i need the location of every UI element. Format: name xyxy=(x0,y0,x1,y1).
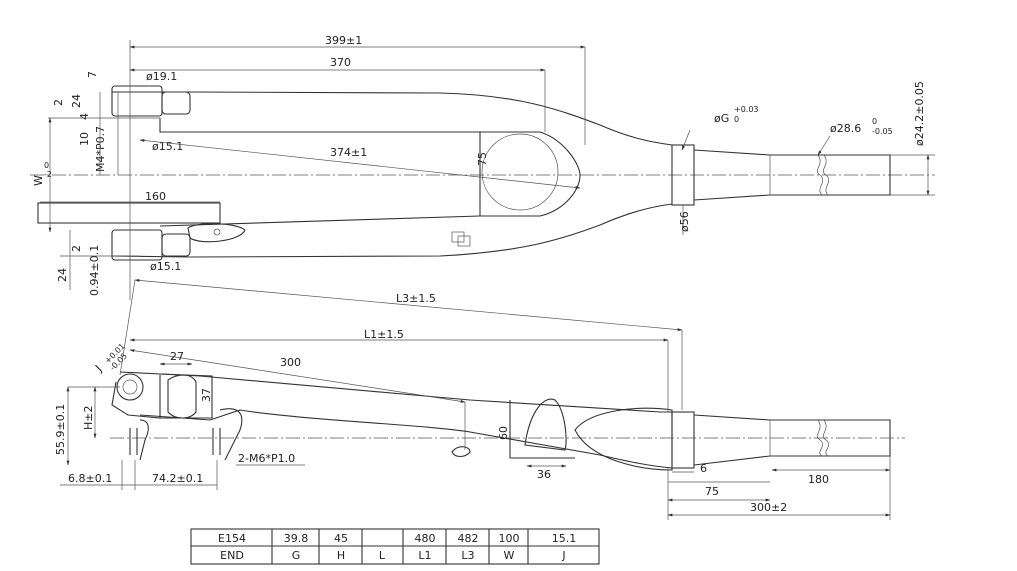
dim-36: 36 xyxy=(537,468,551,481)
table-header-l1: L1 xyxy=(418,549,431,562)
top-view: 399±1 370 ø19.1 7 2 24 10 4 M4*P0.7 ø15.… xyxy=(30,34,935,300)
dim-55-9: 55.9±0.1 xyxy=(54,404,67,455)
dim-dia-24-2: ø24.2±0.05 xyxy=(913,81,926,146)
table-value-end: E154 xyxy=(218,532,246,545)
dim-399: 399±1 xyxy=(325,34,362,47)
dim-180: 180 xyxy=(808,473,829,486)
table-header-h: H xyxy=(337,549,345,562)
dim-2-top: 2 xyxy=(52,99,65,106)
spec-table: E154 39.8 45 480 482 100 15.1 END G H L … xyxy=(190,528,600,565)
dim-28-tol-bot: -0.05 xyxy=(872,127,893,136)
dim-75-crown: 75 xyxy=(476,152,489,166)
table-value-g: 39.8 xyxy=(284,532,309,545)
dim-dia-15-1-bottom: ø15.1 xyxy=(150,260,181,273)
table-header-w: W xyxy=(504,549,515,562)
dim-dia-g: øG xyxy=(714,112,729,125)
dim-w-tol-top: 0 xyxy=(44,161,49,170)
dim-300: 300 xyxy=(280,356,301,369)
dim-m4-thread: M4*P0.7 xyxy=(94,126,107,172)
dim-w-tol-bot: -2 xyxy=(44,170,52,179)
table-header-l3: L3 xyxy=(461,549,474,562)
table-value-j: 15.1 xyxy=(552,532,577,545)
dim-6: 6 xyxy=(700,462,707,475)
dim-7: 7 xyxy=(86,71,99,78)
table-value-w: 100 xyxy=(499,532,520,545)
dim-60: 60 xyxy=(497,426,510,440)
dim-10: 10 xyxy=(78,132,91,146)
table-value-l3: 482 xyxy=(458,532,479,545)
dim-l3: L3±1.5 xyxy=(396,292,436,305)
dim-28-tol-top: 0 xyxy=(872,117,877,126)
dim-2-bottom: 2 xyxy=(70,245,83,252)
dim-h: H±2 xyxy=(82,406,95,431)
dim-6-8: 6.8±0.1 xyxy=(68,472,112,485)
dim-300-2: 300±2 xyxy=(750,501,787,514)
dim-w: W xyxy=(32,175,45,186)
table-header-l: L xyxy=(379,549,386,562)
dim-75-steer: 75 xyxy=(705,485,719,498)
dim-37: 37 xyxy=(200,388,213,402)
dim-g-tol-bot: 0 xyxy=(734,115,739,124)
dim-dia-19-1: ø19.1 xyxy=(146,70,177,83)
dim-j: J xyxy=(92,363,104,375)
dim-160: 160 xyxy=(145,190,166,203)
dim-370: 370 xyxy=(330,56,351,69)
dim-24-top: 24 xyxy=(70,94,83,108)
dim-l1: L1±1.5 xyxy=(364,328,404,341)
dim-dia-28-6: ø28.6 xyxy=(830,122,861,135)
dim-374: 374±1 xyxy=(330,146,367,159)
table-header-end: END xyxy=(220,549,244,562)
table-header-g: G xyxy=(292,549,301,562)
dim-dia-56: ø56 xyxy=(678,211,691,232)
table-header-j: J xyxy=(561,549,565,562)
dim-0-94: 0.94±0.1 xyxy=(88,245,101,296)
side-view: L3±1.5 L1±1.5 300 27 37 J +0.01 -0.05 H±… xyxy=(54,278,905,520)
dim-24-bottom: 24 xyxy=(56,268,69,282)
dim-m6-thread: 2-M6*P1.0 xyxy=(238,452,295,465)
dim-4: 4 xyxy=(78,113,91,120)
dim-g-tol-top: +0.03 xyxy=(734,105,759,114)
table-value-h: 45 xyxy=(334,532,348,545)
table-value-l1: 480 xyxy=(415,532,436,545)
dim-74-2: 74.2±0.1 xyxy=(152,472,203,485)
dim-27: 27 xyxy=(170,350,184,363)
